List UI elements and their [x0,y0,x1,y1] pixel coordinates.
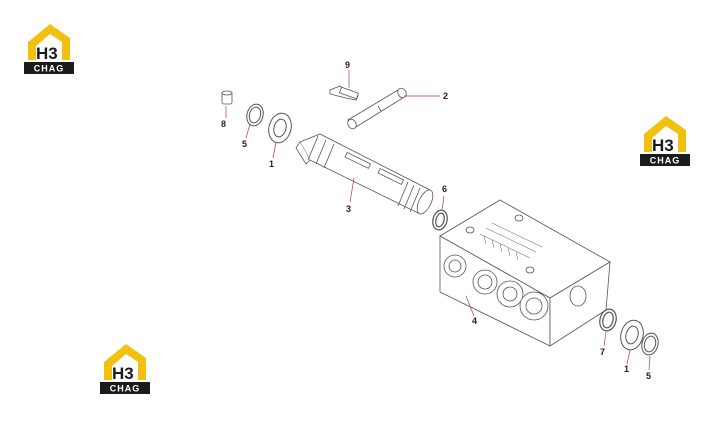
callout-2: 2 [443,91,448,101]
logo-small-text: CHAG [650,156,681,166]
callout-7: 7 [600,347,605,357]
callout-1-bottom: 1 [624,364,629,374]
part-5-snap-ring-top [246,103,264,127]
callout-6: 6 [442,184,447,194]
leader-lines [225,70,651,371]
callout-1-top: 1 [269,159,274,169]
logo-big-text: H3 [36,44,58,63]
h3-chag-logo-bottom-left: H3 CHAG [100,344,150,394]
part-7-o-ring [599,308,617,332]
callout-5-top: 5 [242,139,247,149]
h3-chag-logo-mid-right: H3 CHAG [640,116,690,166]
part-5-snap-ring-bottom [641,332,659,356]
part-4-valve-block [439,199,611,347]
part-8-plug [221,90,233,105]
part-9-pin [329,85,359,101]
callout-8: 8 [221,119,226,129]
logo-small-text: CHAG [34,64,65,74]
logo-big-text: H3 [652,136,674,155]
part-2-rod [347,87,407,130]
callout-5-bottom: 5 [646,371,651,381]
part-1-washer-bottom [620,319,644,351]
logo-small-text: CHAG [110,384,141,394]
callout-4: 4 [472,316,477,326]
callout-9: 9 [345,60,350,70]
part-3-spool [295,133,434,215]
h3-chag-logo-top-left: H3 CHAG [24,24,74,74]
callout-3: 3 [346,204,351,214]
logo-big-text: H3 [112,364,134,383]
part-6-o-ring [432,209,448,231]
part-1-washer-top [268,112,292,144]
